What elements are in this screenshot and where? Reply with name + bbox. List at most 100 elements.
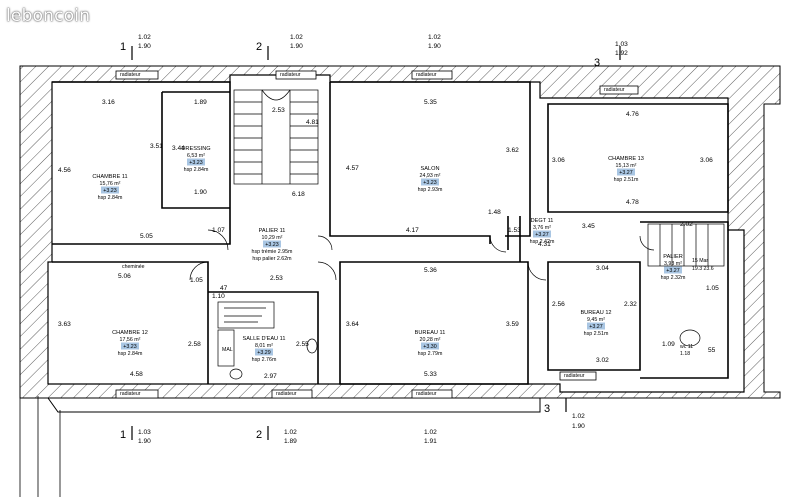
bathroom-fixtures	[217, 301, 701, 380]
svg-text:3: 3	[544, 403, 550, 415]
room-code: +3.23	[423, 180, 436, 186]
svg-text:3.51: 3.51	[150, 143, 163, 150]
exterior-walls	[19, 65, 781, 497]
room-hsp2: hsp palier 2.62m	[252, 256, 292, 262]
svg-text:3.63: 3.63	[58, 321, 71, 328]
interior-dimensions: 3.16 4.56 1.89 3.51 3.44 1.90 5.05 2.53 …	[58, 99, 719, 380]
room-level-highlight	[664, 266, 682, 274]
svg-text:4.76: 4.76	[626, 111, 639, 118]
svg-text:2.53: 2.53	[270, 275, 283, 282]
room-area: 15,76 m²	[100, 181, 121, 187]
room-code: +3.23	[189, 160, 202, 166]
watermark-logo: leboncoin	[6, 6, 91, 26]
svg-text:1.90: 1.90	[290, 43, 303, 50]
svg-text:1.18: 1.18	[680, 351, 690, 357]
svg-text:1.90: 1.90	[428, 43, 441, 50]
room-name: DRESSING	[181, 146, 210, 152]
annotations: radiateur radiateur radiateur radiateur …	[120, 72, 714, 397]
room-name: PALIER 11	[259, 228, 286, 234]
room-name: CHAMBRE 12	[112, 330, 148, 336]
svg-text:1.02: 1.02	[290, 34, 303, 41]
svg-text:47: 47	[220, 285, 228, 292]
svg-text:4.56: 4.56	[58, 167, 71, 174]
room-level-highlight	[263, 240, 281, 248]
svg-text:3.44: 3.44	[172, 145, 185, 152]
svg-text:1.05: 1.05	[706, 285, 719, 292]
room-hsp: hsp 2.84m	[118, 351, 143, 357]
svg-text:1.10: 1.10	[212, 293, 225, 300]
svg-text:3.04: 3.04	[596, 265, 609, 272]
svg-text:2.97: 2.97	[264, 373, 277, 380]
svg-text:2.02: 2.02	[680, 221, 693, 228]
room-code: +3.27	[666, 268, 679, 274]
room-name: CHAMBRE 11	[92, 174, 127, 180]
svg-text:radiateur: radiateur	[416, 72, 437, 78]
svg-text:5.06: 5.06	[118, 273, 131, 280]
svg-text:radiateur: radiateur	[416, 391, 437, 397]
room-area: 24,93 m²	[420, 173, 441, 179]
svg-text:1.09: 1.09	[662, 341, 675, 348]
room-code: +3.27	[589, 324, 602, 330]
room-level-highlight	[533, 230, 551, 238]
svg-text:radiateur: radiateur	[120, 391, 141, 397]
svg-text:1.02: 1.02	[428, 34, 441, 41]
svg-text:1.90: 1.90	[194, 189, 207, 196]
svg-text:1.90: 1.90	[572, 423, 585, 430]
room-code: +3.29	[257, 350, 270, 356]
svg-text:6.18: 6.18	[292, 191, 305, 198]
room-hsp: hsp 2.93m	[418, 187, 443, 193]
svg-text:1.92: 1.92	[615, 50, 628, 57]
svg-text:1.03: 1.03	[615, 41, 628, 48]
room-hsp: hsp trémie 2.95m	[252, 249, 294, 255]
svg-text:5.05: 5.05	[140, 233, 153, 240]
svg-text:1.07: 1.07	[212, 227, 225, 234]
svg-text:2.56: 2.56	[552, 301, 565, 308]
radiators	[115, 70, 639, 399]
room-code: +3.27	[619, 170, 632, 176]
svg-text:19.3 23.6: 19.3 23.6	[692, 266, 714, 272]
room-area: 3,93 m²	[664, 261, 682, 267]
room-code: +3.27	[535, 232, 548, 238]
room-area: 17,56 m²	[120, 337, 141, 343]
svg-text:5.36: 5.36	[424, 267, 437, 274]
room-hsp: hsp 2.51m	[584, 331, 609, 337]
svg-text:1.53: 1.53	[508, 227, 521, 234]
svg-text:1: 1	[120, 41, 126, 53]
outer-dimensions: 1.02 1.90 1.02 1.90 1.02 1.90 1.03 1.92 …	[138, 34, 628, 445]
room-area: 10,29 m²	[262, 235, 283, 241]
section-markers	[131, 46, 621, 440]
room-name: SALLE D'EAU 11	[243, 336, 286, 342]
svg-text:1.05: 1.05	[190, 277, 203, 284]
svg-text:1.02: 1.02	[424, 429, 437, 436]
svg-text:1.48: 1.48	[488, 209, 501, 216]
room-name: CHAMBRE 13	[608, 156, 644, 162]
room-level-highlight	[421, 178, 439, 186]
svg-text:1.02: 1.02	[572, 413, 585, 420]
svg-text:1: 1	[120, 429, 126, 441]
svg-text:4.31: 4.31	[538, 241, 551, 248]
svg-text:2: 2	[256, 429, 262, 441]
room-level-highlight	[421, 342, 439, 350]
room-area: 9,45 m²	[587, 317, 605, 323]
room-hsp: hsp 2.76m	[252, 357, 277, 363]
svg-text:4.58: 4.58	[130, 371, 143, 378]
svg-text:3.59: 3.59	[506, 321, 519, 328]
svg-text:3.06: 3.06	[700, 157, 713, 164]
svg-text:cheminée: cheminée	[122, 264, 145, 270]
doors	[189, 229, 655, 281]
svg-text:4.78: 4.78	[626, 199, 639, 206]
room-code: +3.23	[103, 188, 116, 194]
svg-text:1.02: 1.02	[138, 34, 151, 41]
room-level-highlight	[255, 348, 273, 356]
svg-text:3.64: 3.64	[346, 321, 359, 328]
staircase	[233, 89, 725, 267]
svg-text:1.02: 1.02	[284, 429, 297, 436]
svg-text:4.81: 4.81	[306, 119, 319, 126]
svg-text:1.90: 1.90	[138, 43, 151, 50]
